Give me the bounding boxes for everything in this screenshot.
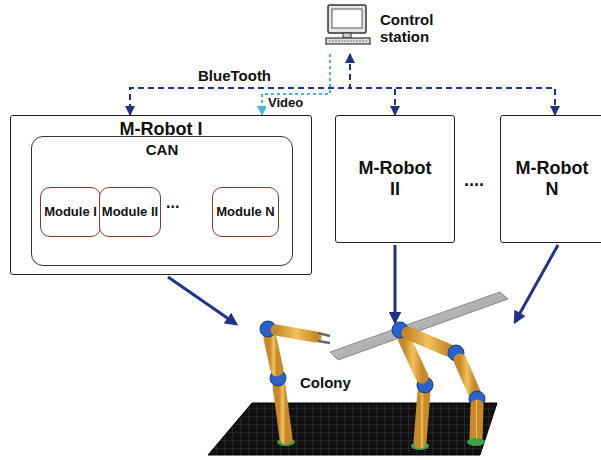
connector-label: Video	[266, 96, 305, 111]
colony-illustration	[208, 292, 508, 455]
colony-group: Colony	[230, 322, 525, 455]
robot-box: M-Robot N	[500, 115, 601, 243]
arch-robot	[392, 322, 485, 450]
box-label: Control station	[380, 11, 475, 46]
module-box: Module I	[40, 187, 101, 237]
box-label: Module N	[216, 205, 275, 220]
connector-label: BlueTooth	[196, 67, 273, 84]
module-box: Module N	[212, 187, 279, 237]
box-label: Module I	[44, 205, 97, 220]
box-label: M-Robot N	[511, 158, 593, 199]
ellipsis-mark: ...	[166, 194, 179, 212]
box-label: Module II	[102, 205, 158, 220]
ellipsis-mark: ....	[464, 170, 484, 191]
computer-icon	[326, 5, 370, 44]
robot-box: M-Robot ICANModule IModule IIModule N	[10, 115, 312, 275]
box-label: Colony	[300, 374, 351, 391]
connector	[394, 245, 397, 322]
module-box: Module II	[99, 187, 161, 237]
connector	[168, 277, 236, 324]
connector	[262, 54, 330, 115]
can-bus-box: CAN Module I Module II Module N	[31, 136, 293, 266]
connector	[130, 54, 350, 115]
connector	[515, 245, 558, 322]
connector	[350, 54, 555, 115]
box-label: M-Robot II	[354, 158, 436, 199]
box-heading: CAN	[32, 141, 292, 158]
control-station: Control station	[318, 2, 478, 54]
connector	[350, 54, 395, 115]
carried-plate	[330, 292, 508, 360]
robot-box: M-Robot II	[335, 115, 455, 243]
